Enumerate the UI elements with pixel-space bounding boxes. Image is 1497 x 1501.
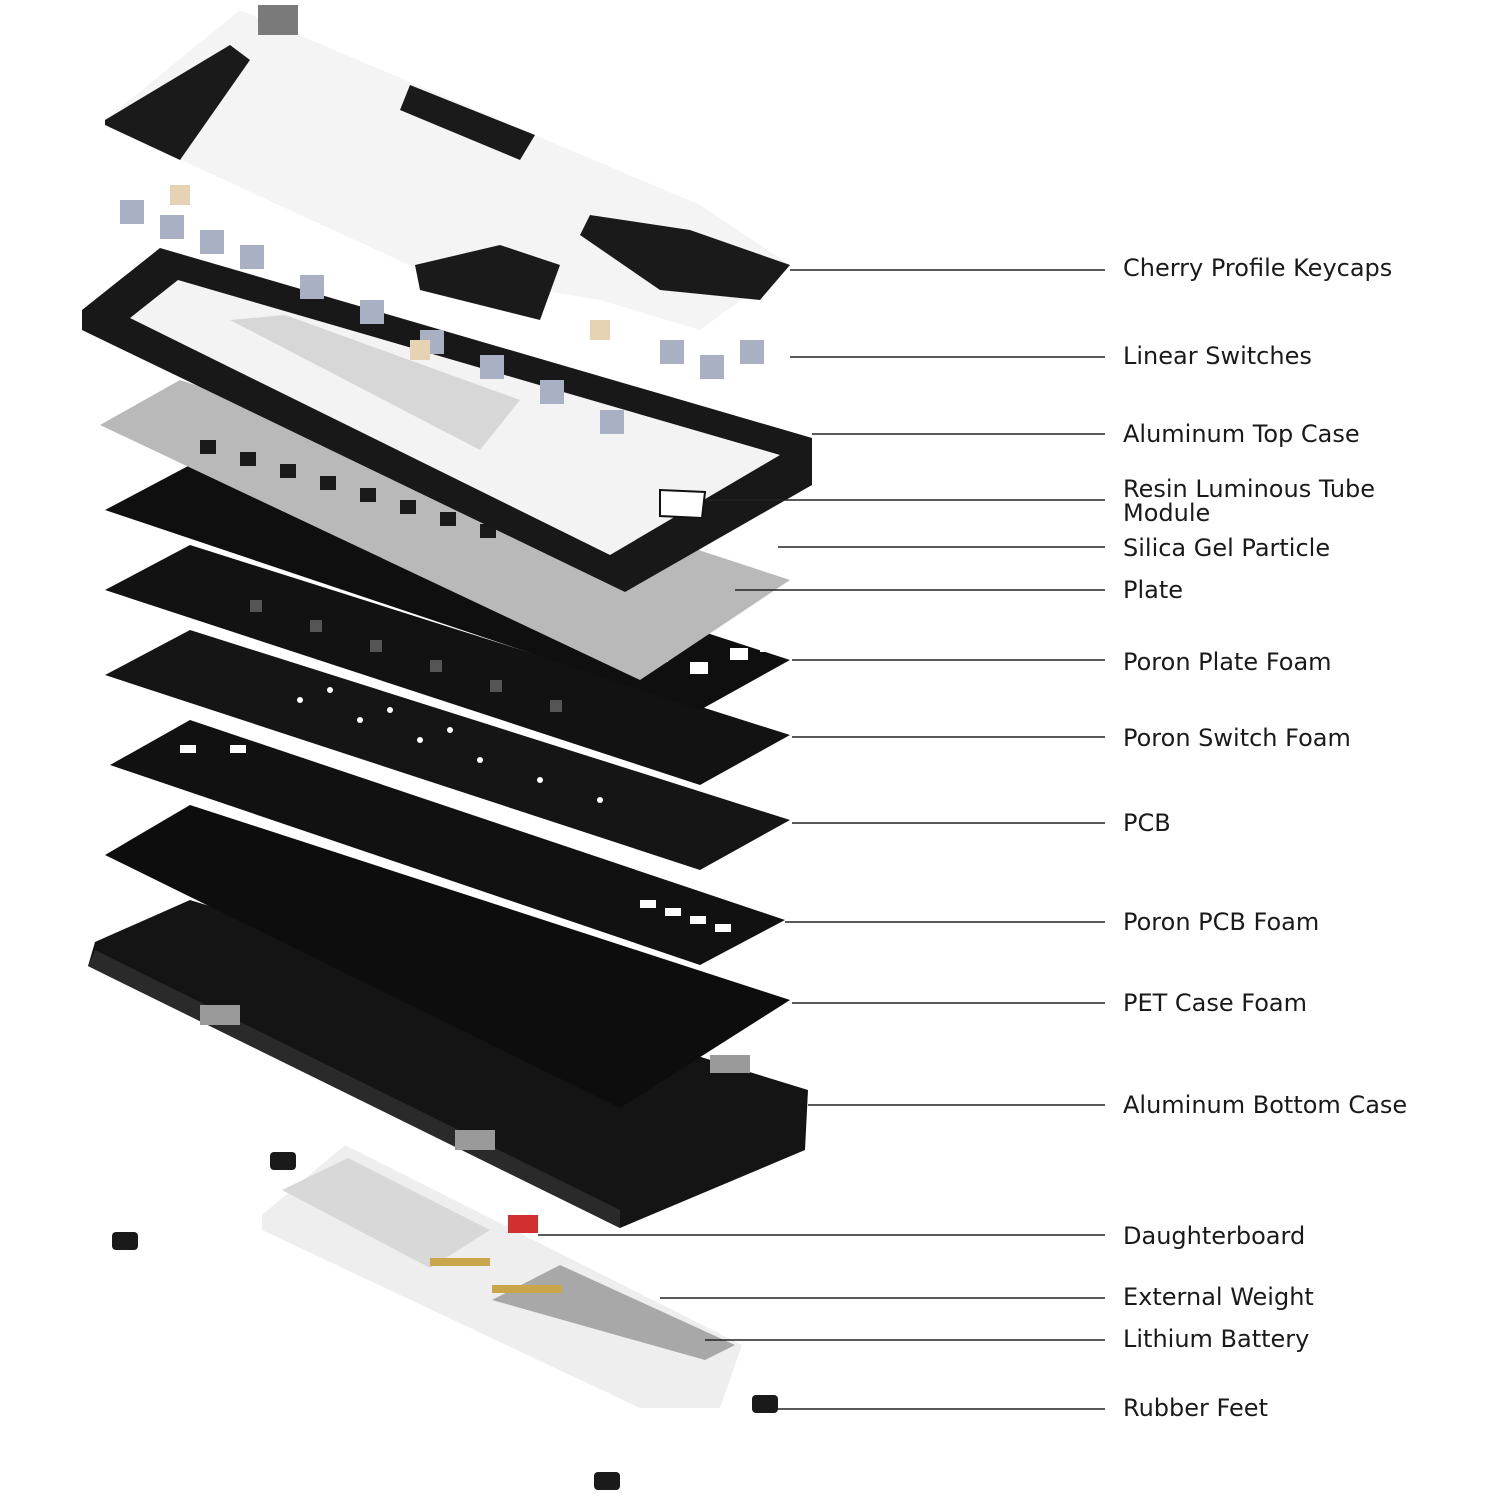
label-module: Module [1123, 499, 1211, 527]
label-plate: Plate [1123, 576, 1184, 604]
label-pet-case-foam: PET Case Foam [1123, 989, 1308, 1017]
label-aluminum-bottom-case: Aluminum Bottom Case [1123, 1091, 1408, 1119]
label-daughterboard: Daughterboard [1123, 1222, 1306, 1250]
label-lithium-battery: Lithium Battery [1123, 1325, 1310, 1353]
plate-part [100, 380, 790, 680]
label-rubber-feet: Rubber Feet [1123, 1394, 1268, 1422]
aluminum-bottom-case-part [88, 900, 808, 1228]
poron-switch-foam-part [105, 545, 790, 785]
label-linear-switches: Linear Switches [1123, 342, 1312, 370]
label-silica-gel-particle: Silica Gel Particle [1123, 534, 1331, 562]
label-aluminum-top-case: Aluminum Top Case [1123, 420, 1360, 448]
pcb-part [105, 630, 790, 870]
pet-case-foam-part [105, 805, 790, 1108]
linear-switches-part [120, 185, 764, 434]
aluminum-top-case-part [82, 248, 812, 592]
label-cherry-profile-keycaps: Cherry Profile Keycaps [1123, 254, 1393, 282]
label-poron-pcb-foam: Poron PCB Foam [1123, 908, 1320, 936]
battery-assembly-part [262, 1145, 742, 1408]
label-pcb: PCB [1123, 809, 1171, 837]
cherry-profile-keycaps-part [105, 5, 790, 330]
label-external-weight: External Weight [1123, 1283, 1314, 1311]
label-resin-luminous-tube: Resin Luminous Tube [1123, 475, 1376, 503]
rubber-feet-part [112, 1152, 778, 1490]
leader-lines [538, 269, 1105, 1410]
label-poron-plate-foam: Poron Plate Foam [1123, 648, 1332, 676]
poron-pcb-foam-part [110, 720, 785, 965]
label-poron-switch-foam: Poron Switch Foam [1123, 724, 1351, 752]
